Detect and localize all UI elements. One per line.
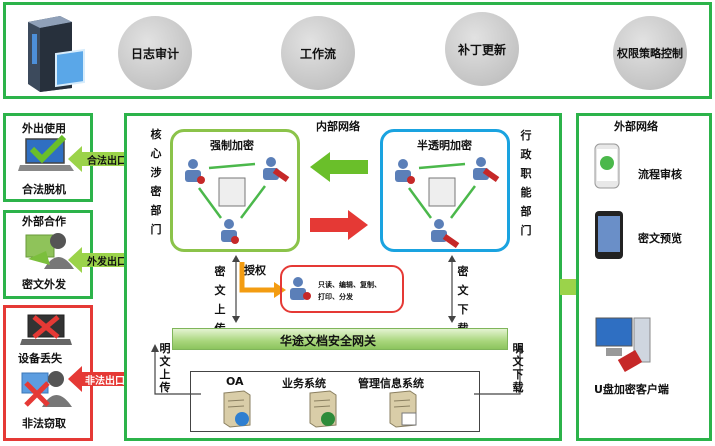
permissions-text-1: 只读、编辑、复制、 (318, 281, 381, 289)
partner-user-icon (24, 229, 76, 271)
lost-device-caption: 设备丢失 (18, 352, 62, 365)
illegal-exit-label: 非法出口 (85, 376, 125, 387)
flow-review-label: 流程审核 (638, 168, 682, 181)
log-audit-label: 日志审计 (130, 46, 179, 61)
lost-device-icon (20, 313, 72, 349)
plain-upload-label: 明文上传 (159, 342, 171, 394)
partner-title: 外部合作 (22, 215, 66, 228)
external-network-box (576, 113, 712, 441)
legal-exit-arrow (68, 146, 134, 172)
patch-update-label: 补丁更新 (457, 42, 506, 57)
system-oa-label: OA (226, 375, 244, 388)
external-network-label: 外部网络 (614, 120, 658, 133)
plain-upload-line (145, 344, 205, 404)
top-bar (3, 2, 712, 99)
mis-server-icon (386, 389, 420, 429)
system-mis-label: 管理信息系统 (358, 377, 424, 390)
semi-encryption-pane (380, 129, 510, 252)
cipher-download-label: 密文下载 (457, 265, 469, 335)
external-exit-arrow (68, 247, 134, 273)
permissions-text-2: 打印、分发 (318, 293, 353, 301)
plain-download-label: 明文下载 (512, 342, 524, 394)
workflow-node: 工作流 (281, 16, 355, 90)
red-right-arrow (310, 210, 368, 240)
partner-caption: 密文外发 (22, 278, 66, 291)
forced-encryption-pane (170, 129, 300, 252)
usb-client-label: U盘加密客户端 (594, 383, 669, 396)
gateway-bar (172, 328, 508, 350)
permission-policy-node: 权限策略控制 (613, 16, 687, 90)
plain-download-line (470, 344, 530, 404)
green-left-arrow (310, 152, 368, 182)
go-out-title: 外出使用 (22, 122, 66, 135)
go-out-caption: 合法脱机 (22, 183, 66, 196)
log-audit-node: 日志审计 (118, 16, 192, 90)
authorize-label: 授权 (244, 264, 266, 277)
server-tower-icon (22, 12, 90, 92)
desktop-client-icon (590, 316, 658, 374)
forced-encryption-cycle-icon (175, 148, 295, 248)
stolen-caption: 非法窃取 (22, 417, 66, 430)
patch-update-node: 补丁更新 (445, 12, 519, 86)
system-business-label: 业务系统 (282, 377, 326, 390)
gateway-label: 华途文档安全网关 (280, 334, 377, 348)
semi-encryption-label: 半透明加密 (417, 139, 472, 152)
cipher-upload-line (232, 255, 240, 323)
permissions-box (280, 265, 404, 313)
cipher-preview-label: 密文预览 (638, 232, 682, 245)
permission-policy-label: 权限策略控制 (617, 47, 683, 60)
permission-user-icon (287, 276, 313, 302)
cipher-upload-label: 密文上传 (214, 265, 226, 335)
stolen-user-icon (20, 369, 74, 409)
phone-wechat-icon (594, 143, 620, 189)
business-server-icon (306, 389, 340, 429)
workflow-label: 工作流 (299, 46, 336, 61)
cipher-download-line (448, 255, 456, 323)
core-dept-label: 核心涉密部门 (150, 128, 162, 236)
phone-preview-icon (594, 210, 624, 260)
forced-encryption-label: 强制加密 (210, 139, 254, 152)
admin-dept-label: 行政职能部门 (520, 129, 532, 237)
external-exit-label: 外发出口 (87, 257, 127, 268)
internal-network-label: 内部网络 (316, 120, 360, 133)
illegal-exit-arrow (68, 366, 134, 392)
legal-exit-label: 合法出口 (87, 156, 127, 167)
oa-server-icon (220, 389, 254, 429)
laptop-check-icon (18, 135, 76, 175)
semi-encryption-cycle-icon (385, 148, 505, 248)
systems-box (190, 371, 480, 432)
